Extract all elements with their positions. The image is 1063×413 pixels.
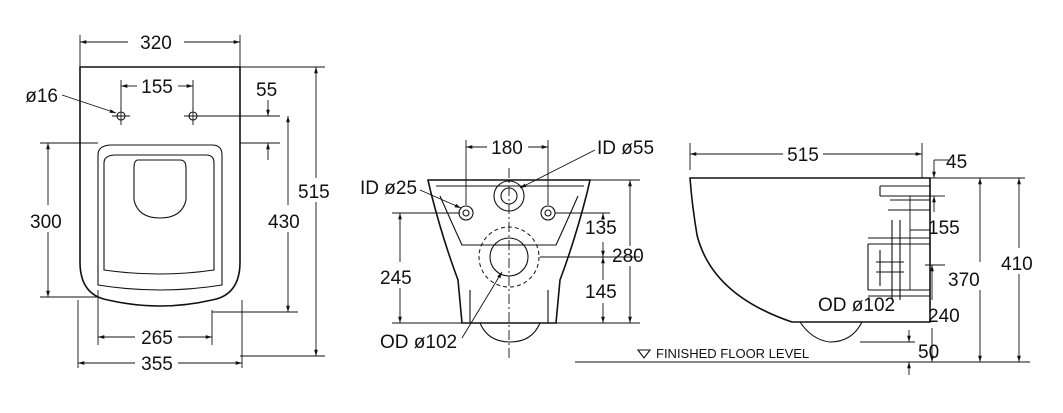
dim-155: 155 — [141, 77, 173, 98]
dim-240: 240 — [928, 306, 960, 327]
dim-515-depth: 515 — [298, 182, 330, 203]
label-inlet-id: ID ø55 — [597, 138, 654, 159]
dim-45: 45 — [946, 152, 967, 173]
label-floor-level: FINISHED FLOOR LEVEL — [656, 346, 809, 361]
dim-515-length: 515 — [787, 145, 819, 166]
dim-355: 355 — [141, 354, 173, 375]
fixing-hole-front-right — [540, 205, 556, 221]
dim-265: 265 — [141, 328, 173, 349]
label-outlet-od-front: OD ø102 — [380, 332, 457, 353]
front-view: 180 ID ø55 ID ø25 135 280 145 245 OD ø10… — [360, 138, 654, 360]
dim-180: 180 — [491, 138, 523, 159]
dim-300: 300 — [30, 212, 62, 233]
bowl-outline-top — [79, 66, 241, 307]
outlet-spigot-front — [479, 322, 541, 343]
bowl-outline-side — [689, 177, 931, 323]
seat-inner-outline — [103, 154, 215, 275]
bowl-opening-top — [133, 159, 187, 219]
dim-hole-dia: ø16 — [25, 86, 58, 107]
dim-55: 55 — [256, 80, 277, 101]
outlet-spigot-side — [799, 321, 863, 343]
fixing-hole-front-left — [458, 205, 474, 221]
floor-level-symbol — [636, 349, 652, 359]
dim-320: 320 — [140, 33, 172, 54]
label-outlet-od-side: OD ø102 — [818, 295, 895, 316]
dim-155-side: 155 — [928, 218, 960, 239]
dim-50: 50 — [918, 342, 939, 363]
seat-outline — [97, 144, 223, 291]
dim-410: 410 — [1001, 254, 1033, 275]
side-view: 515 45 155 OD ø102 370 410 240 50 — [575, 143, 1033, 375]
dim-145: 145 — [585, 282, 617, 303]
label-fixing-id: ID ø25 — [360, 178, 417, 199]
dim-280: 280 — [612, 246, 644, 267]
dim-370: 370 — [948, 270, 980, 291]
dim-135: 135 — [585, 218, 617, 239]
dim-245: 245 — [380, 268, 412, 289]
top-view: 320 155 ø16 55 515 430 300 — [25, 33, 329, 375]
dim-430: 430 — [268, 212, 300, 233]
